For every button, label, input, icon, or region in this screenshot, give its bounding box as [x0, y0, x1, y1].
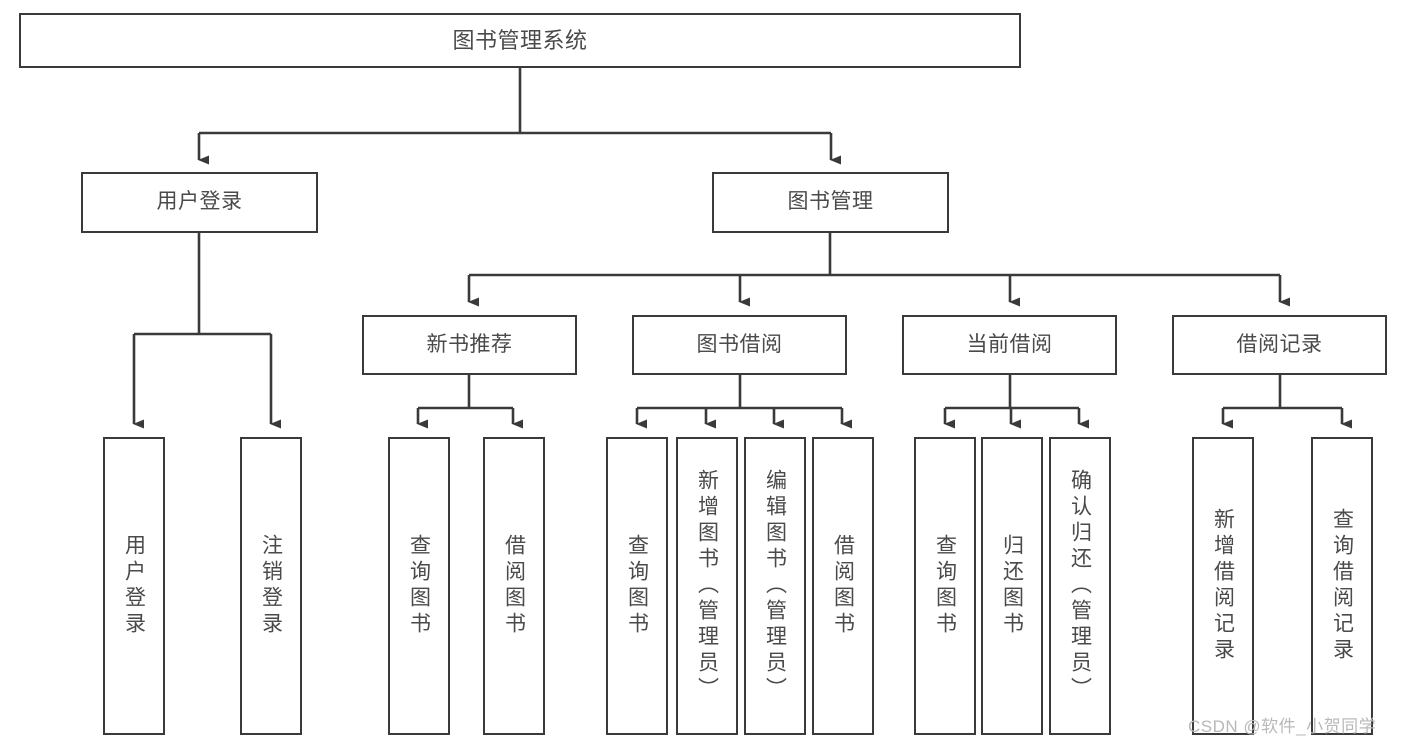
- leaf-current-return-book[interactable]: 归还图书: [981, 437, 1043, 735]
- node-label: 查询图书: [933, 534, 957, 638]
- node-label: 图书管理: [787, 190, 874, 214]
- node-label: 借阅记录: [1236, 332, 1323, 356]
- leaf-current-confirm-return-admin[interactable]: 确认归还（管理员）: [1049, 437, 1111, 735]
- leaf-borrow-add-book-admin[interactable]: 新增图书（管理员）: [676, 437, 738, 735]
- leaf-borrow-borrow-book[interactable]: 借阅图书: [812, 437, 874, 735]
- node-label: 查询图书: [625, 534, 649, 638]
- node-label: 新增图书（管理员）: [695, 469, 719, 703]
- leaf-borrow-query-book[interactable]: 查询图书: [606, 437, 668, 735]
- node-label: 用户登录: [156, 190, 243, 214]
- node-label: 新书推荐: [426, 332, 513, 356]
- node-new-book-recommend[interactable]: 新书推荐: [362, 315, 577, 375]
- node-label: 查询借阅记录: [1330, 508, 1354, 664]
- node-label: 注销登录: [259, 534, 283, 638]
- leaf-record-add-record[interactable]: 新增借阅记录: [1192, 437, 1254, 735]
- node-borrow-record[interactable]: 借阅记录: [1172, 315, 1387, 375]
- node-label: 借阅图书: [831, 534, 855, 638]
- node-label: 归还图书: [1000, 534, 1024, 638]
- node-label: 当前借阅: [966, 332, 1053, 356]
- node-label: 查询图书: [407, 534, 431, 638]
- node-label: 用户登录: [122, 534, 146, 638]
- node-label: 确认归还（管理员）: [1068, 469, 1092, 703]
- node-root-system[interactable]: 图书管理系统: [19, 13, 1021, 68]
- node-label: 图书管理系统: [452, 27, 588, 53]
- leaf-user-login-logout[interactable]: 注销登录: [240, 437, 302, 735]
- leaf-current-query-book[interactable]: 查询图书: [914, 437, 976, 735]
- node-label: 新增借阅记录: [1211, 508, 1235, 664]
- leaf-borrow-edit-book-admin[interactable]: 编辑图书（管理员）: [744, 437, 806, 735]
- node-label: 图书借阅: [696, 332, 783, 356]
- node-label: 借阅图书: [502, 534, 526, 638]
- leaf-recommend-borrow-book[interactable]: 借阅图书: [483, 437, 545, 735]
- node-label: 编辑图书（管理员）: [763, 469, 787, 703]
- node-user-login[interactable]: 用户登录: [81, 172, 318, 233]
- watermark: CSDN @软件_小贺同学: [1188, 717, 1377, 736]
- node-current-borrow[interactable]: 当前借阅: [902, 315, 1117, 375]
- node-book-management[interactable]: 图书管理: [712, 172, 949, 233]
- node-book-borrow[interactable]: 图书借阅: [632, 315, 847, 375]
- leaf-user-login-login[interactable]: 用户登录: [103, 437, 165, 735]
- leaf-record-query-record[interactable]: 查询借阅记录: [1311, 437, 1373, 735]
- leaf-recommend-query-book[interactable]: 查询图书: [388, 437, 450, 735]
